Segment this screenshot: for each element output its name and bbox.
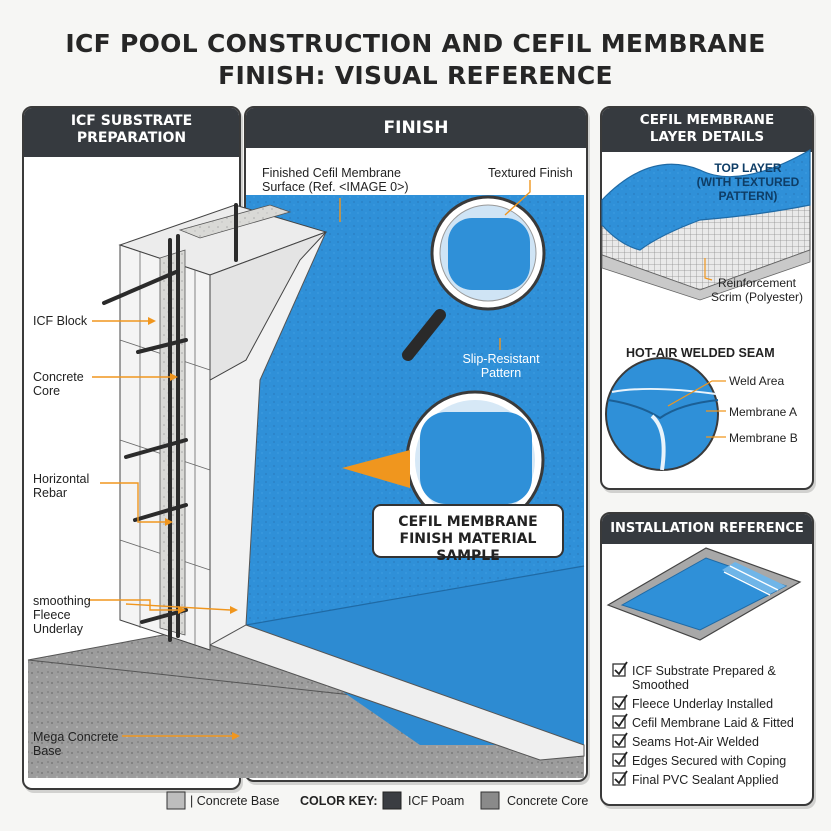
label-reinforcement-scrim: Reinforcement Scrim (Polyester) xyxy=(710,276,803,304)
pool-plan-illustration xyxy=(606,547,802,641)
checklist-item: ICF Substrate Prepared & Smoothed xyxy=(632,664,776,692)
checklist-boxes xyxy=(612,663,626,786)
magnifier-textured-icon xyxy=(402,195,546,361)
label-weld-area: Weld Area xyxy=(729,374,785,388)
scrim-leader xyxy=(704,258,713,281)
checklist-item: Seams Hot-Air Welded xyxy=(632,735,759,749)
label-icf-block: ICF Block xyxy=(33,314,88,328)
key-concrete-base: | Concrete Base xyxy=(190,794,280,808)
membrane-layer-heading: CEFIL MEMBRANE LAYER DETAILS xyxy=(602,108,812,152)
page-title: ICF POOL CONSTRUCTION AND CEFIL MEMBRANE… xyxy=(65,29,766,90)
label-membrane-b: Membrane B xyxy=(729,431,798,445)
key-concrete-core: Concrete Core xyxy=(507,794,589,808)
membrane-layer-illustration xyxy=(601,148,811,301)
installation-heading: INSTALLATION REFERENCE xyxy=(602,514,812,544)
label-seam-title: HOT-AIR WELDED SEAM xyxy=(626,346,775,360)
label-horizontal-rebar: Horizontal Rebar xyxy=(33,472,90,500)
key-icf-foam: ICF Poam xyxy=(408,794,465,808)
magnifier-sample-icon xyxy=(342,390,545,530)
label-concrete-core: Concrete Core xyxy=(33,370,84,398)
sample-label-box xyxy=(372,504,564,558)
key-label: COLOR KEY: xyxy=(300,794,378,808)
swatch-icf-foam xyxy=(382,791,402,810)
finish-heading: FINISH xyxy=(246,108,586,148)
label-textured-finish: Textured Finish xyxy=(488,166,573,180)
swatch-concrete-core xyxy=(480,791,500,810)
label-finished-surface: Finished Cefil Membrane Surface (Ref. <I… xyxy=(262,166,409,194)
center-label-leaders xyxy=(339,180,531,350)
label-fleece-underlay: smoothing Fleece Underlay xyxy=(33,594,91,636)
seam-leaders xyxy=(667,380,726,438)
checklist-item: Cefil Membrane Laid & Fitted xyxy=(632,716,794,730)
label-top-layer: TOP LAYER (WITH TEXTURED PATTERN) xyxy=(696,161,800,203)
check-icons xyxy=(614,661,628,785)
label-slip-resistant: Slip-Resistant Pattern xyxy=(462,352,540,380)
label-material-sample: CEFIL MEMBRANE FINISH MATERIAL SAMPLE xyxy=(398,514,538,564)
welded-seam-illustration xyxy=(605,357,719,471)
checklist-item: Fleece Underlay Installed xyxy=(632,697,774,711)
checklist-item: Edges Secured with Coping xyxy=(632,754,787,768)
rebar xyxy=(102,203,238,642)
swatch-concrete-base xyxy=(166,791,186,810)
icf-substrate-heading: ICF SUBSTRATE PREPARATION xyxy=(24,108,239,157)
label-concrete-base: Mega Concrete Base xyxy=(33,730,119,758)
label-membrane-a: Membrane A xyxy=(729,405,798,419)
left-label-arrowheads xyxy=(148,317,240,740)
checklist-item: Final PVC Sealant Applied xyxy=(632,773,779,787)
